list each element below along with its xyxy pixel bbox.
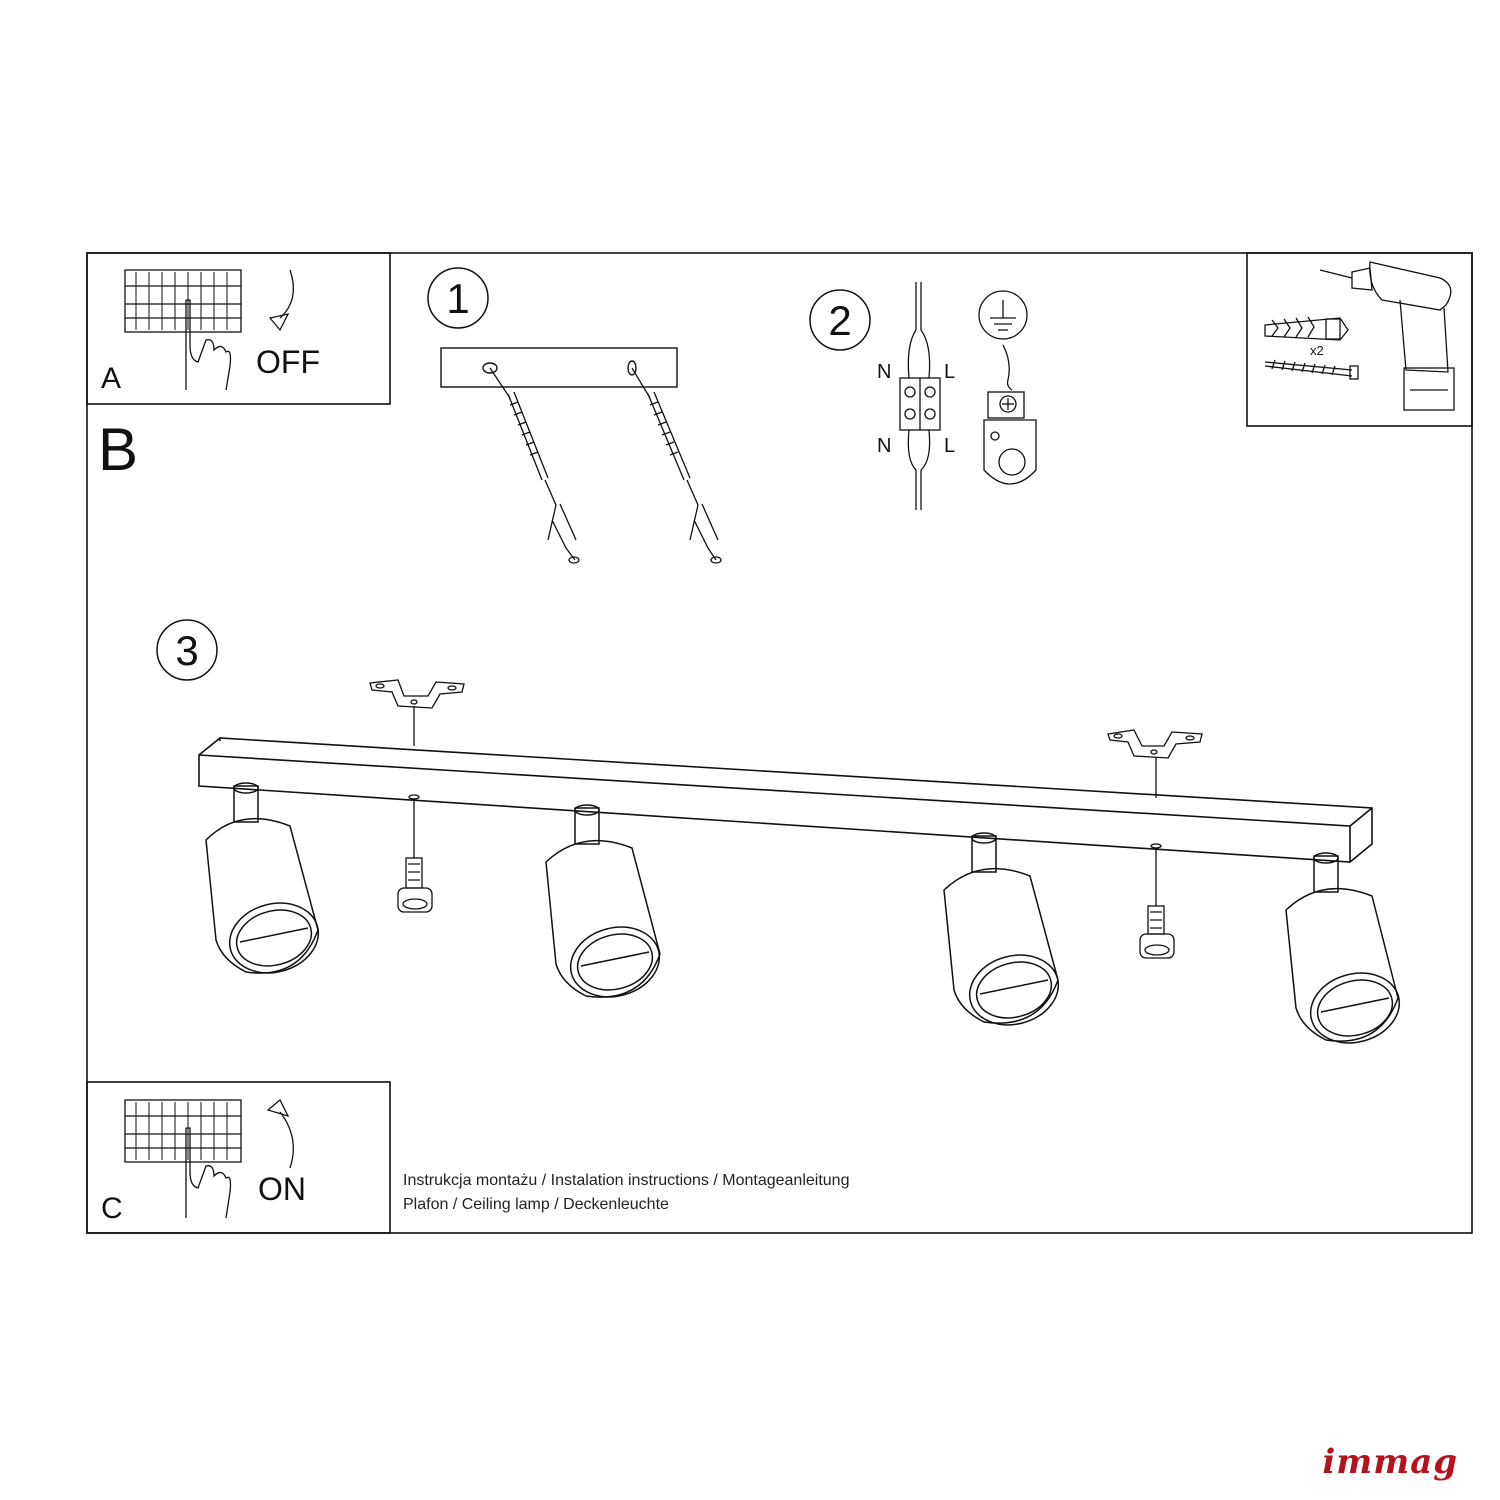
mounting-plate: [440, 347, 678, 388]
step-1-number: 1: [446, 275, 469, 322]
outer-frame: [86, 252, 1473, 1234]
wall-plug-icon: [1264, 316, 1349, 341]
spotlight-2: [545, 804, 661, 998]
spotlight-1: [205, 782, 320, 974]
ceiling-canopy-bar: [198, 737, 1373, 863]
brand-logo: immag: [1322, 1442, 1458, 1482]
step-2-number: 2: [828, 297, 851, 344]
wire-label-l-bottom: L: [944, 435, 955, 457]
caption-line-2: Plafon / Ceiling lamp / Deckenleuchte: [403, 1196, 669, 1213]
drill-icon: [1319, 261, 1455, 411]
off-label: OFF: [256, 344, 320, 380]
step-3-badge: [156, 619, 218, 681]
spotlight-4: [1285, 852, 1401, 1044]
wire-label-l-top: L: [944, 361, 955, 383]
panel-c-letter: C: [101, 1192, 123, 1225]
spotlight-3: [943, 832, 1060, 1026]
ground-terminal: [983, 344, 1037, 485]
ground-symbol-icon: [978, 290, 1028, 340]
fixing-screw-right: [1139, 843, 1175, 959]
screw-and-plug-right: [631, 367, 722, 564]
caption-line-1: Instrukcja montażu / Instalation instruc…: [403, 1172, 850, 1189]
wire-label-n-bottom: N: [877, 435, 891, 457]
breaker-on-illustration: [124, 1098, 294, 1219]
mounting-bracket-left: [369, 679, 465, 746]
wire-label-n-top: N: [877, 361, 891, 383]
quantity-label: x2: [1310, 343, 1324, 358]
step-2-badge: [809, 289, 871, 351]
screw-icon: [1264, 359, 1359, 380]
panel-a-letter: A: [101, 362, 121, 395]
tools-box: [1246, 252, 1473, 427]
panel-a-box: [86, 252, 391, 405]
terminal-block: [899, 282, 941, 510]
mounting-bracket-right: [1107, 729, 1203, 798]
on-label: ON: [258, 1171, 306, 1207]
fixing-screw-left: [397, 794, 433, 913]
breaker-off-illustration: [124, 269, 294, 391]
panel-c-box: [86, 1081, 391, 1234]
panel-b-letter: B: [98, 416, 138, 483]
screw-and-plug-left: [489, 367, 580, 564]
step-1-badge: [427, 267, 489, 329]
step-3-number: 3: [175, 627, 198, 674]
